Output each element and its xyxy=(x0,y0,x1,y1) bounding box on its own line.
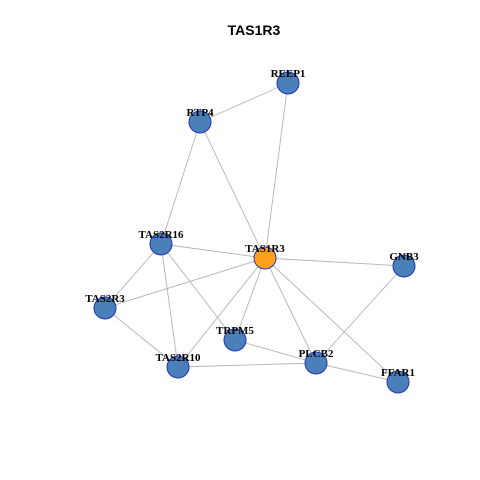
edge-tas2r3-tas2r10 xyxy=(104,307,179,368)
labels-layer: REEP1RTP4TAS2R16TAS1R3GNB3TAS2R3TRPM5TAS… xyxy=(85,68,419,379)
edges-layer xyxy=(104,82,405,383)
node-tas2r16[interactable] xyxy=(149,232,173,256)
node-label-trpm5: TRPM5 xyxy=(216,325,254,337)
node-tas2r10[interactable] xyxy=(166,355,190,379)
edge-rtp4-tas1r3 xyxy=(199,121,266,259)
edge-tas1r3-ffar1 xyxy=(264,257,399,383)
node-label-tas2r10: TAS2R10 xyxy=(155,352,201,364)
node-label-gnb3: GNB3 xyxy=(389,251,419,263)
edge-tas1r3-tas2r3 xyxy=(104,257,266,309)
edge-tas2r16-trpm5 xyxy=(160,243,236,341)
node-label-reep1: REEP1 xyxy=(271,68,306,80)
node-rtp4[interactable] xyxy=(188,110,212,134)
node-label-ffar1: FFAR1 xyxy=(381,367,415,379)
node-label-tas1r3: TAS1R3 xyxy=(245,243,285,255)
nodes-layer xyxy=(93,71,416,394)
edge-reep1-rtp4 xyxy=(199,82,289,123)
edge-tas2r16-tas2r3 xyxy=(104,243,162,309)
node-label-rtp4: RTP4 xyxy=(186,107,214,119)
node-label-plcb2: PLCB2 xyxy=(299,348,334,360)
edge-gnb3-plcb2 xyxy=(315,265,405,364)
edge-tas1r3-trpm5 xyxy=(234,257,266,341)
edge-tas1r3-tas2r10 xyxy=(177,257,266,368)
node-tas1r3[interactable] xyxy=(253,246,277,270)
edge-trpm5-plcb2 xyxy=(234,339,317,364)
graph-title: TAS1R3 xyxy=(228,22,281,38)
node-trpm5[interactable] xyxy=(223,328,247,352)
node-reep1[interactable] xyxy=(276,71,300,95)
node-label-tas2r3: TAS2R3 xyxy=(85,293,125,305)
edge-plcb2-ffar1 xyxy=(315,362,399,383)
edge-tas2r10-plcb2 xyxy=(177,362,317,368)
node-ffar1[interactable] xyxy=(386,370,410,394)
edge-rtp4-tas2r16 xyxy=(160,121,201,245)
edge-reep1-tas1r3 xyxy=(264,82,289,259)
edge-tas2r16-tas2r10 xyxy=(160,243,179,368)
node-label-tas2r16: TAS2R16 xyxy=(138,229,184,241)
node-gnb3[interactable] xyxy=(392,254,416,278)
edge-tas2r16-tas1r3 xyxy=(160,243,266,259)
edge-tas1r3-gnb3 xyxy=(264,257,405,267)
node-plcb2[interactable] xyxy=(304,351,328,375)
edge-tas1r3-plcb2 xyxy=(264,257,317,364)
node-tas2r3[interactable] xyxy=(93,296,117,320)
